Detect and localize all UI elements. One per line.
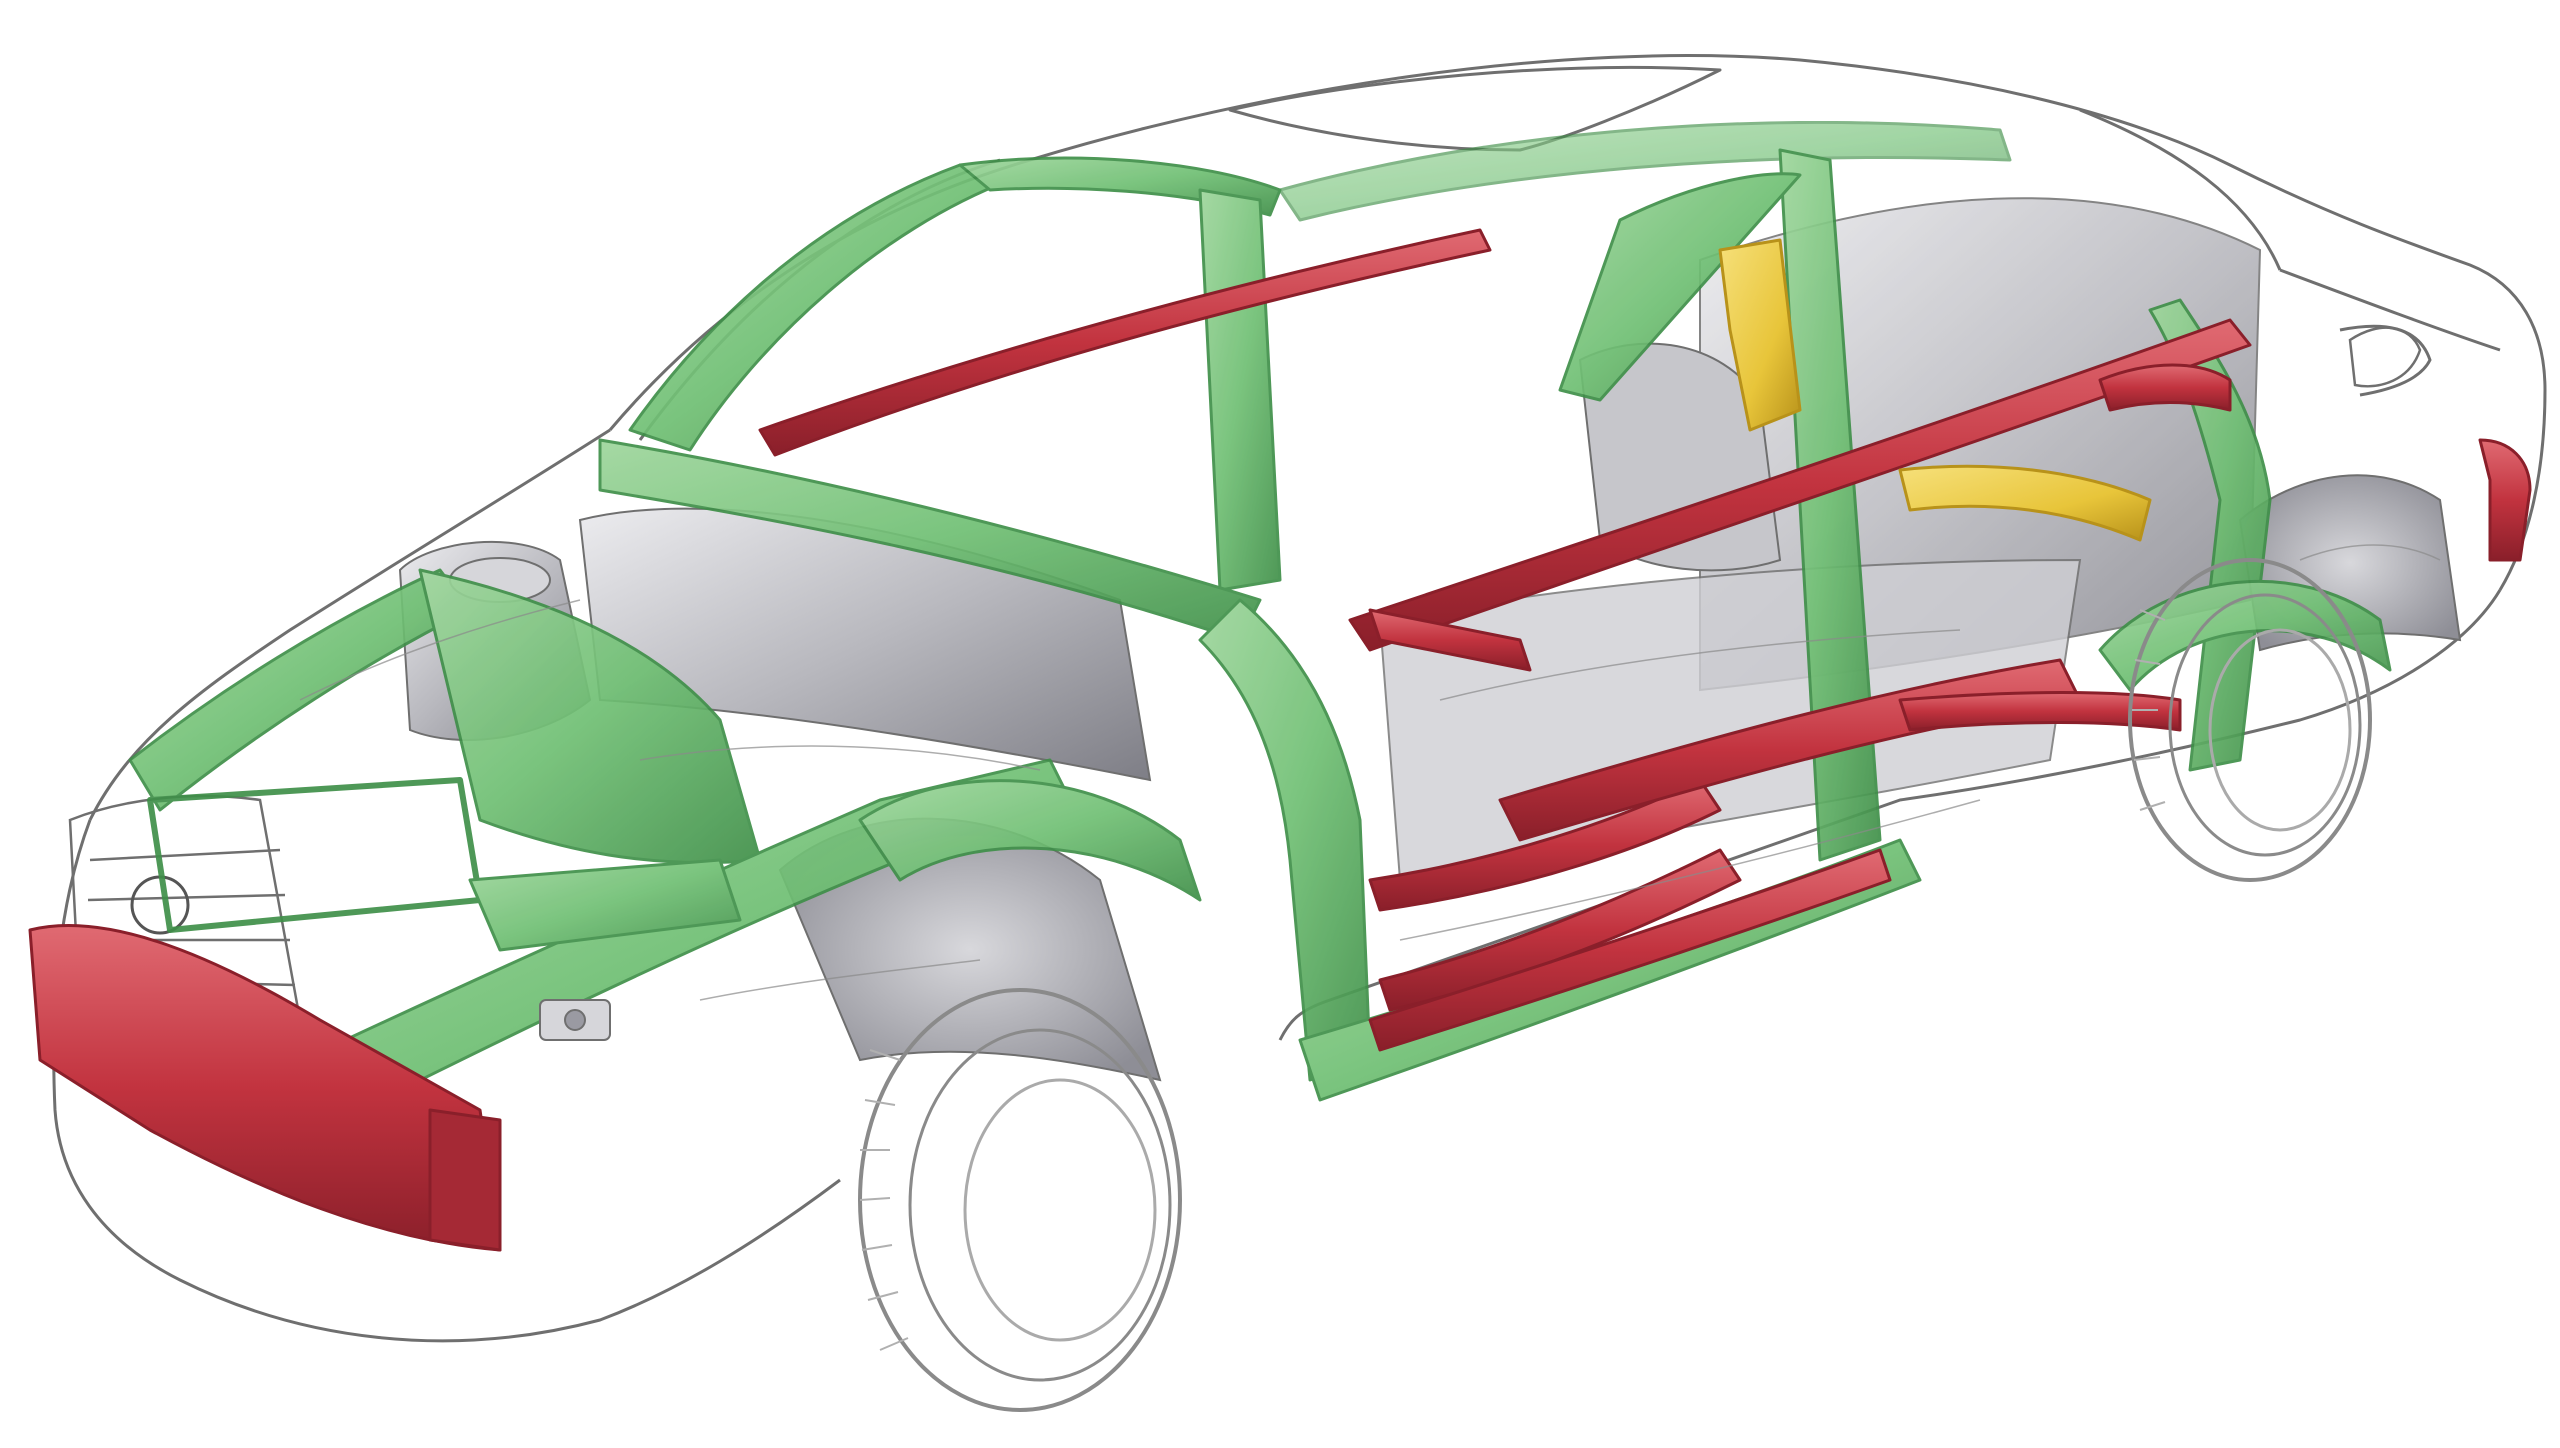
rear-seat-cross-member [1898,464,2152,542]
rear-quarter-outline [2339,324,2432,397]
detail-lines [299,544,2441,1001]
side-impact-beam-front [1368,608,1532,672]
seat-belt-anchor-bracket [1718,238,1802,432]
side-sill-outline [1278,798,1901,1041]
roof-cross-member-rear [1348,318,2252,652]
rear-door-frame [1558,172,1802,402]
rear-wheel [2128,558,2372,882]
sunroof-outline [1228,65,1722,152]
front-apron [418,568,762,865]
trunk-outline [2279,268,2501,352]
roof-rail [1278,121,2012,222]
rear-outline [1899,589,2502,802]
reinforcement-red [28,228,2532,1252]
rear-wheel-arch [2098,579,2392,692]
rear-window-outline [2079,108,2282,271]
reinforcement-yellow [1718,238,2152,542]
front-wheel [858,988,1182,1412]
fuel-door-icon [2348,326,2422,388]
bumper-crush-box [428,1108,502,1252]
rocker-reinforcement [1368,848,1892,1052]
hood-latch-icon [539,999,611,1041]
floor-cross-member-1 [1368,778,1722,912]
front-wheel-arch [858,779,1202,902]
hinge-pillar [1198,598,1372,1082]
roof-cross-member-front [758,228,1492,457]
rear-cross-member [1898,691,2182,732]
wheels [858,558,2372,1412]
rear-bumper-reinforcement [2478,438,2532,562]
front-lower-arm [468,858,742,952]
body-structure-green [128,121,2392,1142]
front-door-frame [1198,188,1282,592]
b-pillar [1778,148,1882,862]
rear-pillar-reinforcement [2098,363,2232,412]
hood-outline [88,428,611,821]
a-pillar [628,163,1012,452]
